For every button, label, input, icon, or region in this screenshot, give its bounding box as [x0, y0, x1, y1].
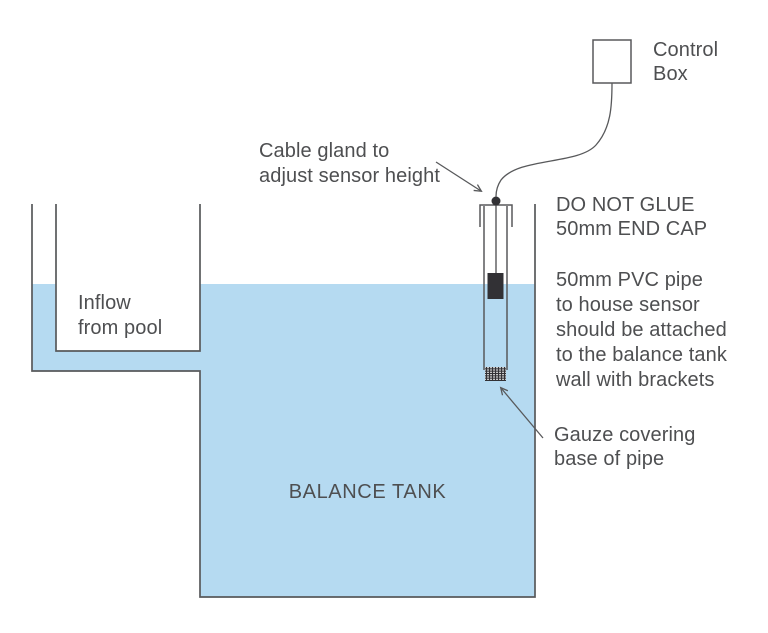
inflow-label: Inflow from pool [78, 292, 163, 339]
cable-gland-label: Cable gland to adjust sensor height [259, 140, 441, 187]
control-box [592, 39, 632, 84]
sensor-block [487, 273, 504, 299]
gauze-arrow [499, 386, 544, 439]
water-fill [32, 284, 535, 597]
cable-gland-dot [491, 196, 501, 206]
gauze-mesh [485, 367, 506, 381]
gauze-label: Gauze covering base of pipe [554, 424, 696, 470]
balance-tank-label: BALANCE TANK [288, 481, 447, 503]
control-box-label: Control Box [653, 39, 719, 85]
tank-outline [31, 204, 536, 598]
inflow-baffle [55, 204, 201, 352]
pvc-pipe-note: 50mm PVC pipe to house sensor should be … [556, 269, 727, 391]
end-cap-warning-label: DO NOT GLUE 50mm END CAP [556, 194, 708, 240]
control-cable [495, 82, 613, 197]
pvc-pipe [483, 206, 508, 370]
gland-arrow [435, 161, 483, 193]
